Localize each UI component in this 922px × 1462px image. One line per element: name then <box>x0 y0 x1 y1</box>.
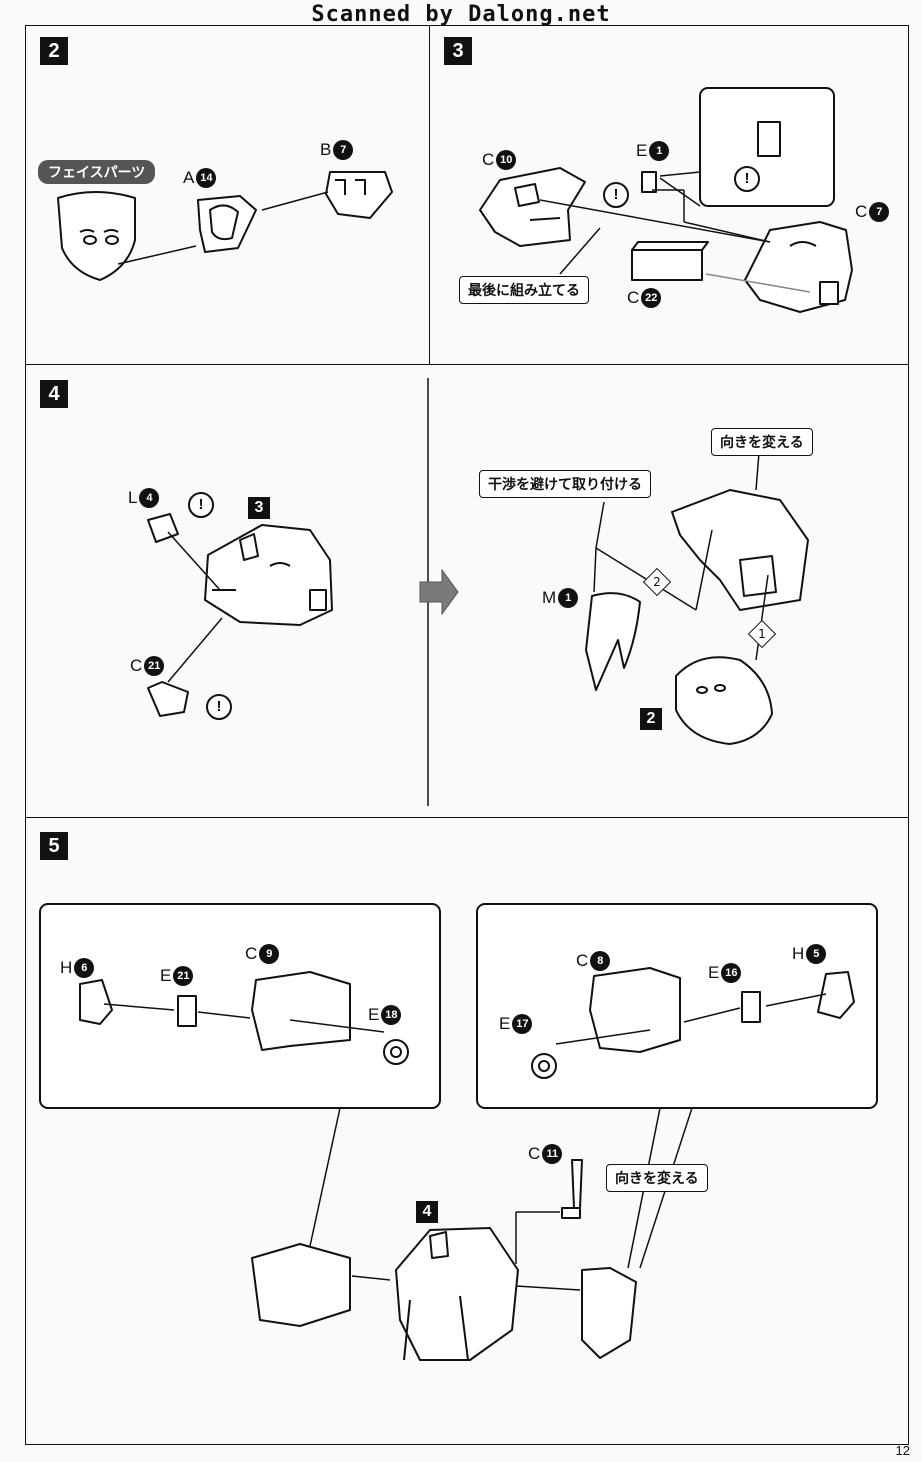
step-number-2: 2 <box>40 37 68 65</box>
ref-step-2: 2 <box>640 708 662 730</box>
page-number: 12 <box>895 1443 910 1458</box>
caution-icon-c21: ! <box>206 694 232 720</box>
face-parts-tag: フェイスパーツ <box>38 160 156 184</box>
step-number-3: 3 <box>444 37 472 65</box>
note-change-direction-5: 向きを変える <box>606 1164 708 1192</box>
scan-watermark: Scanned by Dalong.net <box>311 2 611 27</box>
caution-icon: ! <box>603 182 629 208</box>
note-assemble-last: 最後に組み立てる <box>459 276 589 304</box>
note-change-direction: 向きを変える <box>711 428 813 456</box>
ref-step-3: 3 <box>248 497 270 519</box>
note-avoid-interference: 干渉を避けて取り付ける <box>479 470 651 498</box>
caution-icon-zoom: ! <box>734 166 760 192</box>
ref-step-4: 4 <box>416 1201 438 1223</box>
caution-icon-l4: ! <box>188 492 214 518</box>
panel-step-5 <box>25 817 909 1445</box>
step-number-5: 5 <box>40 832 68 860</box>
step-number-4: 4 <box>40 380 68 408</box>
